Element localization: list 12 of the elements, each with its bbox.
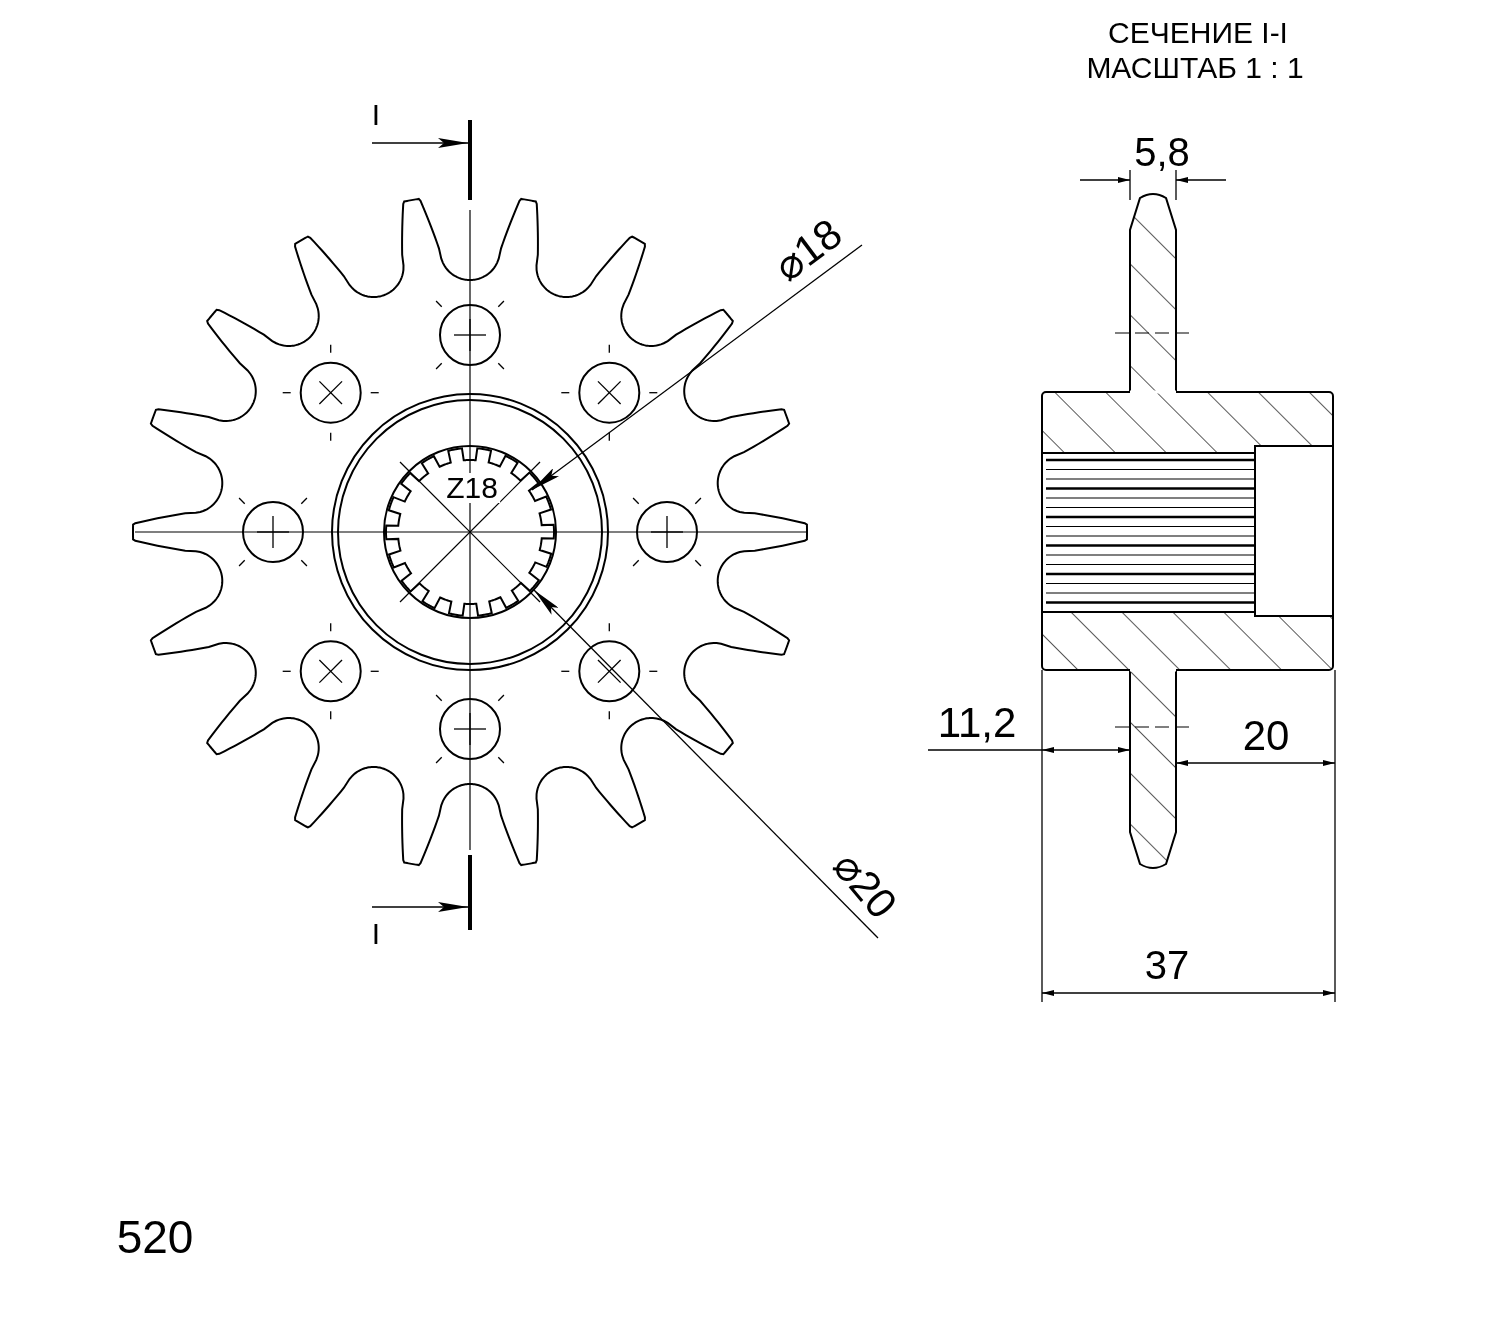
dimension-label: 5,8 bbox=[1134, 132, 1190, 172]
section-mark: I bbox=[371, 919, 381, 949]
section-title: СЕЧЕНИЕ I-I bbox=[1108, 18, 1288, 48]
dimension-label: 11,2 bbox=[937, 702, 1017, 744]
dimension-label: 20 bbox=[1242, 715, 1290, 757]
scale-note: МАСШТАБ 1 : 1 bbox=[1086, 53, 1304, 83]
dimension-label: ⌀18 bbox=[766, 211, 850, 289]
section-mark: I bbox=[371, 100, 381, 130]
dimension-label: ⌀20 bbox=[825, 844, 905, 926]
dimension-label: 37 bbox=[1144, 945, 1190, 985]
part-number: 520 bbox=[116, 1214, 194, 1260]
spline-count-label: Z18 bbox=[444, 473, 500, 503]
